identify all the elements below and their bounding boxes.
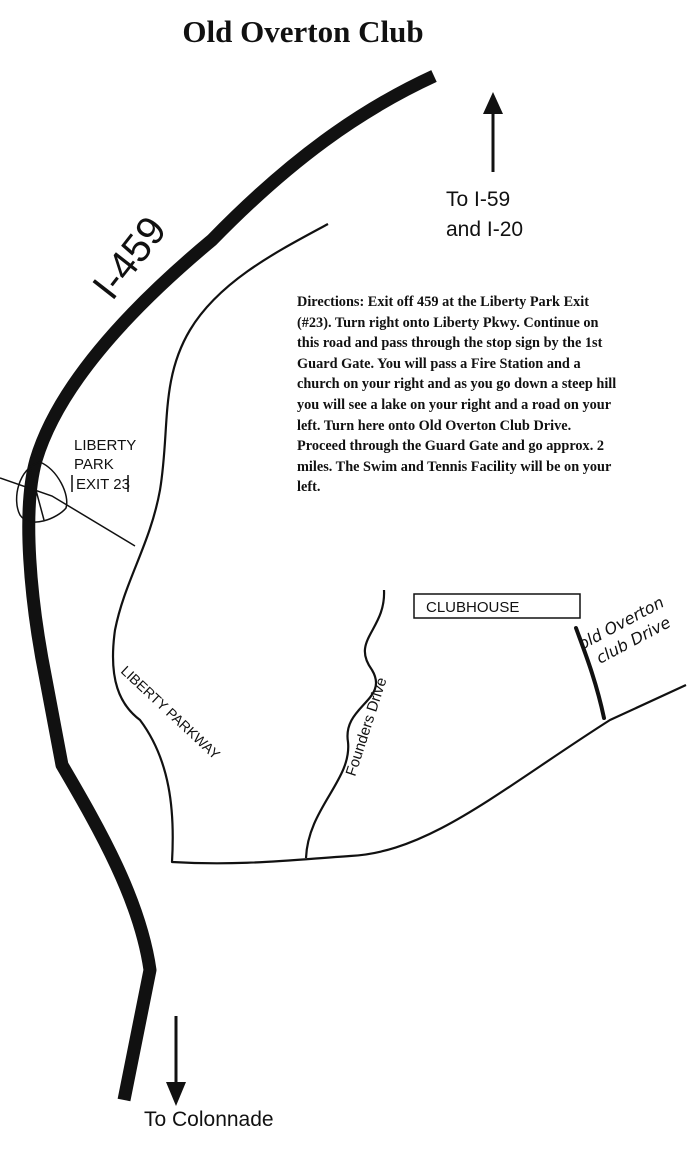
founders-drive-road [304,589,386,859]
liberty-park-label-1: LIBERTY [74,437,136,454]
to-i59-label: To I-59 [446,188,510,211]
north-arrow-icon [483,92,503,172]
liberty-parkway-road [111,223,687,865]
liberty-parkway-label: LIBERTY PARKWAY [118,662,224,762]
map-title: Old Overton Club [182,14,423,49]
directions-text: Directions: Exit off 459 at the Liberty … [297,294,617,496]
highway-i459 [22,70,437,1102]
clubhouse-box [413,593,581,619]
liberty-park-label-2: PARK [74,456,114,473]
liberty-park-interchange [0,461,136,547]
south-arrow-icon [166,1016,186,1106]
exit-label: EXIT 23 [76,476,130,493]
old-overton-club-drive-road [574,626,606,720]
clubhouse-label: CLUBHOUSE [426,599,519,616]
to-i20-label: and I-20 [446,218,523,241]
to-colonnade-label: To Colonnade [144,1108,274,1131]
